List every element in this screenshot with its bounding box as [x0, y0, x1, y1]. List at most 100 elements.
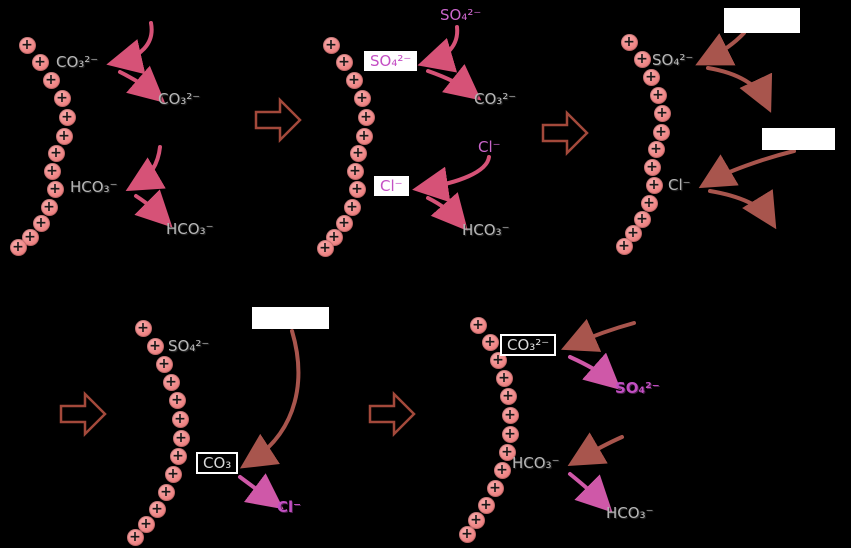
bicarbonate-release-arrow-final	[568, 472, 613, 513]
positive-charge-icon: +	[353, 89, 371, 107]
chloride-bind-arrow	[412, 155, 491, 203]
positive-charge-icon: +	[498, 443, 516, 461]
positive-charge-icon: +	[633, 210, 651, 228]
positive-charge-icon: +	[357, 108, 375, 126]
positive-charge-icon: +	[58, 108, 76, 126]
positive-charge-icon: +	[134, 319, 152, 337]
positive-charge-icon: +	[467, 511, 485, 529]
free-carbonate-label: CO₃²⁻	[158, 90, 201, 108]
carbonate-displaced-arrow	[426, 63, 482, 101]
bound-carbonate-box-label: CO₃	[196, 452, 239, 474]
positive-charge-icon: +	[335, 53, 353, 71]
bound-chloride-label: Cl⁻	[668, 176, 691, 194]
displaced-chloride-label: Cl⁻	[277, 498, 302, 516]
blank-label-box	[724, 8, 800, 33]
positive-charge-icon: +	[164, 465, 182, 483]
positive-charge-icon: +	[31, 53, 49, 71]
next-step-arrow-icon	[368, 390, 416, 438]
blank-label-box	[762, 128, 835, 150]
positive-charge-icon: +	[486, 479, 504, 497]
positive-charge-icon: +	[148, 500, 166, 518]
positive-charge-icon: +	[501, 406, 519, 424]
positive-charge-icon: +	[9, 238, 27, 256]
positive-charge-icon: +	[633, 50, 651, 68]
positive-charge-icon: +	[652, 123, 670, 141]
positive-charge-icon: +	[501, 425, 519, 443]
bicarbonate-adsorb-arrow	[125, 145, 166, 192]
blank-label-box	[252, 307, 329, 329]
positive-charge-icon: +	[47, 144, 65, 162]
displaced-sulfate-label: SO₄²⁻	[615, 379, 660, 397]
positive-charge-icon: +	[643, 158, 661, 176]
sulfate-displaced-arrow	[568, 352, 621, 390]
chloride-displaced-arrow	[238, 473, 284, 510]
top-release-arrow	[706, 66, 773, 113]
positive-charge-icon: +	[137, 515, 155, 533]
positive-charge-icon: +	[493, 461, 511, 479]
positive-charge-icon: +	[349, 144, 367, 162]
positive-charge-icon: +	[42, 71, 60, 89]
bound-sulfate-label: SO₄²⁻	[652, 51, 694, 69]
displaced-bicarbonate-label: HCO₃⁻	[462, 221, 510, 239]
positive-charge-icon: +	[335, 214, 353, 232]
positive-charge-icon: +	[615, 237, 633, 255]
positive-charge-icon: +	[481, 333, 499, 351]
carbonate-bind-arrow	[239, 329, 301, 469]
incoming-sulfate-label: SO₄²⁻	[440, 6, 482, 24]
positive-charge-icon: +	[653, 104, 671, 122]
regenerant-mid-arrow	[698, 149, 796, 189]
positive-charge-icon: +	[316, 239, 334, 257]
positive-charge-icon: +	[469, 316, 487, 334]
next-step-arrow-icon	[254, 96, 302, 144]
displaced-carbonate-label: CO₃²⁻	[474, 90, 517, 108]
bicarbonate-release-arrow	[134, 189, 173, 228]
positive-charge-icon: +	[495, 369, 513, 387]
bound-chloride-highlight-label: Cl⁻	[374, 176, 409, 196]
positive-charge-icon: +	[647, 140, 665, 158]
free-bicarbonate-label-2: HCO₃⁻	[606, 504, 654, 522]
positive-charge-icon: +	[171, 410, 189, 428]
carbonate-release-arrow	[118, 65, 166, 103]
bicarbonate-rebind-arrow	[567, 432, 624, 467]
positive-charge-icon: +	[343, 198, 361, 216]
bound-carbonate-box-label-2: CO₃²⁻	[500, 334, 557, 356]
bound-sulfate-highlight-label: SO₄²⁻	[364, 51, 418, 71]
positive-charge-icon: +	[640, 194, 658, 212]
carbonate-adsorb-arrow	[106, 21, 154, 75]
positive-charge-icon: +	[32, 214, 50, 232]
positive-charge-icon: +	[348, 180, 366, 198]
bound-sulfate-label-2: SO₄²⁻	[168, 337, 210, 355]
positive-charge-icon: +	[40, 198, 58, 216]
positive-charge-icon: +	[21, 228, 39, 246]
positive-charge-icon: +	[168, 391, 186, 409]
positive-charge-icon: +	[355, 127, 373, 145]
positive-charge-icon: +	[146, 337, 164, 355]
positive-charge-icon: +	[46, 180, 64, 198]
positive-charge-icon: +	[172, 429, 190, 447]
bicarbonate-displaced-arrow	[426, 192, 468, 232]
positive-charge-icon: +	[157, 483, 175, 501]
incoming-chloride-label: Cl⁻	[478, 138, 501, 156]
bound-bicarbonate-label-2: HCO₃⁻	[512, 454, 560, 472]
carbonate-bind-arrow-final	[561, 318, 636, 352]
positive-charge-icon: +	[169, 447, 187, 465]
bound-bicarbonate-label: HCO₃⁻	[70, 178, 118, 196]
positive-charge-icon: +	[345, 71, 363, 89]
bound-carbonate-label: CO₃²⁻	[56, 53, 99, 71]
positive-charge-icon: +	[477, 496, 495, 514]
positive-charge-icon: +	[43, 162, 61, 180]
positive-charge-icon: +	[649, 86, 667, 104]
regenerant-top-arrow	[695, 31, 746, 66]
positive-charge-icon: +	[126, 528, 144, 546]
positive-charge-icon: +	[620, 33, 638, 51]
positive-charge-icon: +	[645, 176, 663, 194]
free-bicarbonate-label: HCO₃⁻	[166, 220, 214, 238]
positive-charge-icon: +	[499, 387, 517, 405]
mid-release-arrow	[708, 189, 777, 230]
next-step-arrow-icon	[541, 109, 589, 157]
positive-charge-icon: +	[458, 525, 476, 543]
positive-charge-icon: +	[346, 162, 364, 180]
positive-charge-icon: +	[53, 89, 71, 107]
